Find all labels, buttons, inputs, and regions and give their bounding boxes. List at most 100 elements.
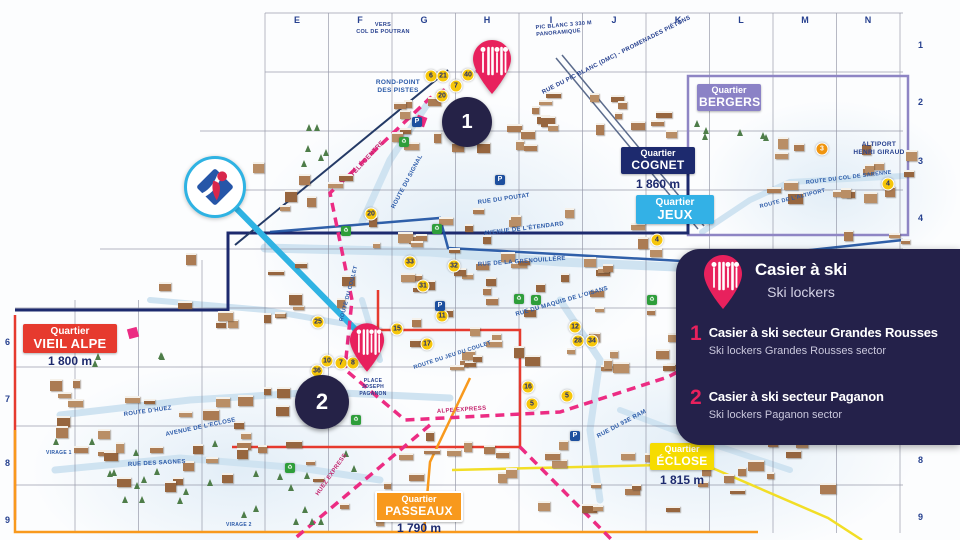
resort-logo xyxy=(184,156,246,218)
building xyxy=(666,130,677,138)
street-label: ROUTE D'HUEZ xyxy=(123,405,173,418)
grid-column-letter: M xyxy=(801,15,809,25)
grid-row-number-right: 8 xyxy=(918,455,924,465)
quartier-passeaux-elevation: 1 790 m xyxy=(396,521,442,535)
map-number-badge: 11 xyxy=(435,309,449,323)
street-label: PLACE JOSEPH PAGANON xyxy=(359,378,387,397)
map-number-badge: 25 xyxy=(311,315,325,329)
tree-icon xyxy=(693,120,700,128)
map-number-badge: 7 xyxy=(449,79,463,93)
grid-column-letter: E xyxy=(293,15,300,25)
street-label: RUE DU POUTAT xyxy=(477,192,531,206)
legend-item-1: 1 Casier à ski secteur Grandes Rousses S… xyxy=(690,322,956,357)
map-number-badge: 17 xyxy=(420,337,434,351)
building xyxy=(186,252,197,265)
recycle-icon: ♻ xyxy=(341,226,351,236)
street-label: RUE DE LA GRENOUILLÈRE xyxy=(477,255,567,268)
map-number-badge: 34 xyxy=(585,334,599,348)
map-number-badge: 21 xyxy=(436,69,450,83)
street-label: RUE DES SAGNES xyxy=(127,458,186,468)
quartier-eclose-label: Quartier ÉCLOSE xyxy=(650,443,714,471)
legend-item-1-number: 1 xyxy=(690,322,702,345)
street-label: AVENUE DE L'ECLOSE xyxy=(165,417,237,438)
recycle-icon: ♻ xyxy=(514,294,524,304)
legend-title-fr: Casier à ski xyxy=(754,260,848,279)
building xyxy=(215,320,226,329)
grid-column-letter: H xyxy=(483,15,491,25)
building xyxy=(463,440,472,453)
recycle-icon: ♻ xyxy=(351,415,361,425)
building xyxy=(178,300,192,310)
street-label: ROND-POINT DES PISTES xyxy=(375,79,421,95)
quartier-passeaux-label: Quartier PASSEAUX xyxy=(375,491,463,523)
quartier-cognet-label: Quartier COGNET xyxy=(621,147,695,175)
quartier-cognet-elevation: 1 860 m xyxy=(635,177,681,191)
map-number-badge: 20 xyxy=(435,89,449,103)
street-label: VIRAGE 2 xyxy=(226,522,252,528)
map-number-badge: 12 xyxy=(568,320,582,334)
street-label: AVENUE DE L'ÉTENDARD xyxy=(483,221,565,237)
tree-icon xyxy=(158,352,165,360)
grid-column-letter: G xyxy=(420,15,428,25)
quartier-vieil-alpe-elevation: 1 800 m xyxy=(47,354,93,368)
map-number-badge: 4 xyxy=(650,233,664,247)
parking-icon: P xyxy=(412,117,422,127)
street-label: RUE DU MAQUIS DE L'OISANS xyxy=(514,285,609,318)
ski-lockers-legend-panel: Casier à ski Ski lockers 1 Casier à ski … xyxy=(676,249,960,445)
map-number-badge: 5 xyxy=(525,397,539,411)
marker-circle-2: 2 xyxy=(295,375,349,429)
map-number-badge: 20 xyxy=(364,207,378,221)
ski-locker-pin-2 xyxy=(349,323,385,372)
street-label: RUE DU 93E RAM xyxy=(596,408,648,440)
parking-icon: P xyxy=(435,301,445,311)
legend-item-2: 2 Casier à ski secteur Paganon Ski locke… xyxy=(690,386,956,421)
map-number-badge: 15 xyxy=(390,322,404,336)
grid-row-number-left: 6 xyxy=(5,337,11,347)
grid-row-number-right: 2 xyxy=(918,97,924,107)
street-label: VERS COL DE POUTRAN xyxy=(356,22,410,35)
building xyxy=(159,281,171,292)
map-number-badge: 31 xyxy=(416,279,430,293)
grid-column-letter: L xyxy=(738,15,744,25)
grid-column-letter: K xyxy=(674,15,682,25)
building xyxy=(228,318,238,328)
ski-locker-pin-1 xyxy=(473,40,511,94)
map-number-badge: 5 xyxy=(560,389,574,403)
grid-column-letter: F xyxy=(357,15,363,25)
legend-title-en: Ski lockers xyxy=(767,284,835,300)
building xyxy=(446,449,462,456)
parking-icon: P xyxy=(570,431,580,441)
quartier-jeux-label: Quartier JEUX xyxy=(636,195,714,225)
marker-circle-1: 1 xyxy=(442,97,492,147)
map-number-badge: 3 xyxy=(815,142,829,156)
recycle-icon: ♻ xyxy=(432,224,442,234)
tree-icon xyxy=(94,352,101,360)
street-label: ROUTE DE L'ALTIPORT xyxy=(759,187,827,210)
street-label: ALTIPORT HENRI GIRAUD xyxy=(853,141,905,157)
map-number-badge: 10 xyxy=(320,354,334,368)
legend-item-1-title-fr: Casier à ski secteur Grandes Rousses xyxy=(708,325,938,340)
resort-logo-icon xyxy=(197,169,233,205)
recycle-icon: ♻ xyxy=(647,295,657,305)
legend-item-2-title-fr: Casier à ski secteur Paganon xyxy=(708,389,884,404)
grid-row-number-left: 7 xyxy=(5,394,11,404)
quartier-eclose-elevation: 1 815 m xyxy=(659,473,705,487)
grid-row-number-left: 9 xyxy=(5,515,11,525)
legend-item-2-number: 2 xyxy=(690,386,702,409)
legend-item-1-title-en: Ski lockers Grandes Rousses sector xyxy=(708,345,886,357)
street-label: ROUTE DU COL DE SARENNE xyxy=(805,169,892,186)
building xyxy=(545,92,561,98)
street-label: VIRAGE 1 xyxy=(46,450,72,456)
recycle-icon: ♻ xyxy=(399,137,409,147)
grid-row-number-right: 3 xyxy=(918,156,924,166)
map-number-badge: 4 xyxy=(881,177,895,191)
grid-column-letter: I xyxy=(549,15,553,25)
recycle-icon: ♻ xyxy=(285,463,295,473)
quartier-vieil-alpe-label: Quartier VIEIL ALPE xyxy=(23,324,117,354)
grid-column-letter: J xyxy=(611,15,617,25)
map-number-badge: 28 xyxy=(571,334,585,348)
street-label: ALPE EXPRESS xyxy=(436,405,487,415)
map-number-badge: 32 xyxy=(447,259,461,273)
legend-item-2-title-en: Ski lockers Paganon sector xyxy=(708,409,842,421)
building xyxy=(590,93,599,103)
